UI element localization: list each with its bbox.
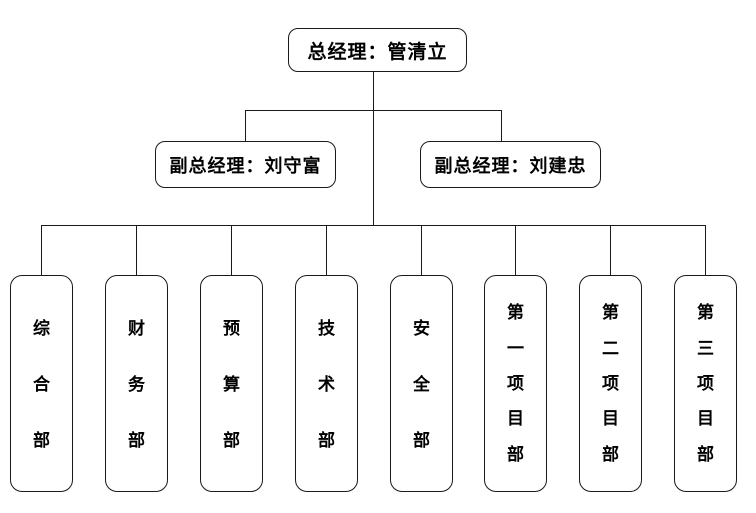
node-department-project-2-label: 第二项目部 — [602, 303, 619, 465]
node-department-project-1-label: 第一项目部 — [507, 303, 524, 465]
node-department-safety[interactable]: 安全部 — [390, 275, 453, 492]
node-department-project-1[interactable]: 第一项目部 — [484, 275, 547, 492]
node-department-safety-label: 安全部 — [413, 319, 430, 451]
node-department-budget-label: 预算部 — [223, 319, 240, 451]
connector-department-drop — [705, 225, 706, 276]
node-department-budget[interactable]: 预算部 — [200, 275, 263, 492]
node-department-general-affairs[interactable]: 综合部 — [10, 275, 73, 492]
node-department-general-affairs-label: 综合部 — [33, 319, 50, 451]
connector-deputy-bus — [245, 110, 502, 111]
connector-trunk-vertical — [373, 72, 374, 226]
node-department-technical[interactable]: 技术部 — [295, 275, 358, 492]
node-department-project-3-label: 第三项目部 — [697, 303, 714, 465]
connector-department-drop — [41, 225, 42, 276]
node-department-finance[interactable]: 财务部 — [105, 275, 168, 492]
connector-department-drop — [421, 225, 422, 276]
connector-department-drop — [515, 225, 516, 276]
node-deputy-manager-1-label: 副总经理：刘守富 — [169, 155, 322, 177]
connector-department-drop — [136, 225, 137, 276]
node-general-manager-label: 总经理：管清立 — [307, 40, 448, 63]
connector-department-drop — [610, 225, 611, 276]
node-general-manager[interactable]: 总经理：管清立 — [288, 28, 467, 72]
connector-deputy-drop-left — [245, 110, 246, 142]
connector-department-bus — [41, 225, 705, 226]
node-deputy-manager-2[interactable]: 副总经理：刘建忠 — [420, 141, 601, 188]
node-deputy-manager-2-label: 副总经理：刘建忠 — [434, 155, 587, 177]
connector-department-drop — [231, 225, 232, 276]
node-department-technical-label: 技术部 — [318, 319, 335, 451]
connector-department-drop — [326, 225, 327, 276]
node-department-project-2[interactable]: 第二项目部 — [579, 275, 642, 492]
node-deputy-manager-1[interactable]: 副总经理：刘守富 — [155, 141, 336, 188]
connector-deputy-drop-right — [501, 110, 502, 142]
node-department-finance-label: 财务部 — [128, 319, 145, 451]
node-department-project-3[interactable]: 第三项目部 — [674, 275, 737, 492]
